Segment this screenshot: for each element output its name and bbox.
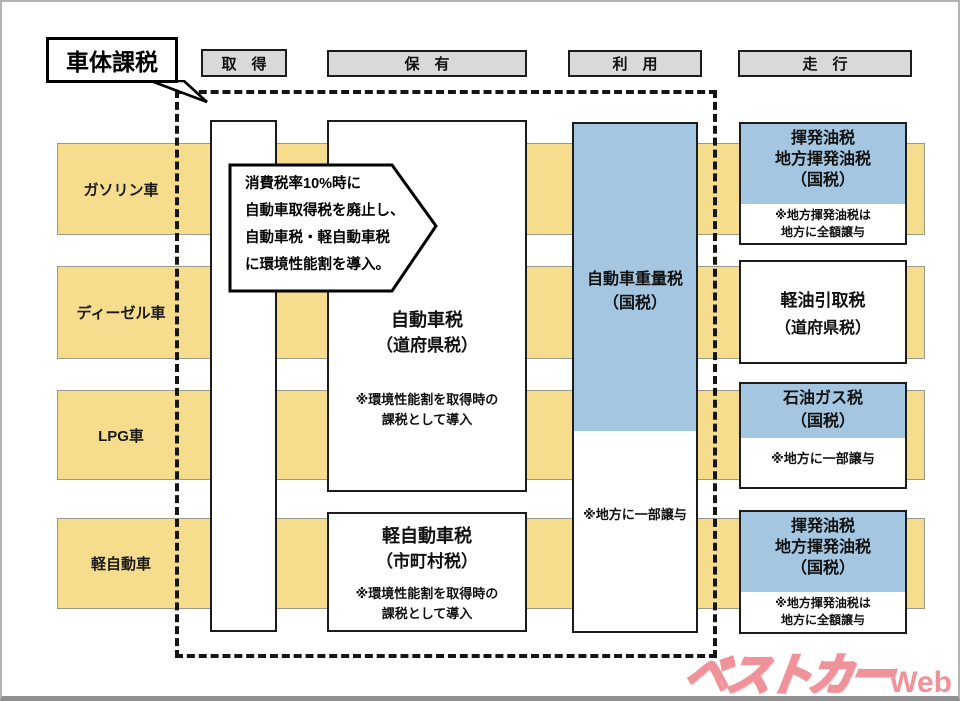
- stage-header-usage: 利 用: [568, 50, 702, 77]
- gasoline-fuel-tax-box-top: 揮発油税 地方揮発油税 （国税） ※地方揮発油税は 地方に全額譲与: [739, 122, 907, 245]
- kei-car-tax-note: ※環境性能割を取得時の 課税として導入: [355, 586, 499, 621]
- stage-header-running: 走 行: [738, 50, 912, 77]
- gasoline-fuel-tax-box-bottom: 揮発油税 地方揮発油税 （国税） ※地方揮発油税は 地方に全額譲与: [739, 510, 907, 634]
- automobile-tax-name: 自動車税: [391, 310, 463, 330]
- gasoline-fuel-tax-bottom-titles: 揮発油税 地方揮発油税 （国税）: [741, 512, 905, 592]
- kei-car-tax-title: 軽自動車税 （市町村税）: [329, 524, 525, 574]
- consumption-tax-callout: 消費税率10%時に 自動車取得税を廃止し、 自動車税・軽自動車税 に環境性能割を…: [228, 163, 440, 293]
- diesel-fuel-tax-jurisdiction: （道府県税）: [774, 320, 871, 337]
- weight-tax-box: 自動車重量税 （国税） ※地方に一部譲与: [572, 122, 698, 633]
- automobile-tax-note: ※環境性能割を取得時の 課税として導入: [355, 392, 499, 428]
- weight-tax-name: 自動車重量税: [586, 270, 683, 288]
- row-label-diesel: ディーゼル車: [76, 305, 166, 322]
- title-pointer-tail-icon: [150, 80, 208, 104]
- automobile-tax-jurisdiction: （道府県税）: [376, 336, 478, 356]
- diesel-fuel-tax-box: 軽油引取税 （道府県税）: [739, 260, 907, 364]
- row-label-lpg: LPG車: [98, 427, 144, 445]
- row-label-kei: 軽自動車: [90, 556, 151, 573]
- weight-tax-jurisdiction: （国税）: [602, 294, 667, 312]
- page-title: 車体課税: [46, 37, 178, 83]
- vehicle-body-tax-outline: [175, 90, 717, 658]
- stage-header-ownership: 保 有: [327, 50, 527, 77]
- callout-text: 消費税率10%時に 自動車取得税を廃止し、 自動車税・軽自動車税 に環境性能割を…: [245, 176, 405, 273]
- weight-tax-title: 自動車重量税 （国税）: [587, 268, 683, 316]
- lpg-tax-box: 石油ガス税 （国税） ※地方に一部譲与: [739, 382, 907, 489]
- automobile-tax-title: 自動車税 （道府県税）: [329, 308, 525, 358]
- kei-car-tax-box: 軽自動車税 （市町村税） ※環境性能割を取得時の 課税として導入: [327, 512, 527, 632]
- gasoline-fuel-tax-bottom-note: ※地方揮発油税は 地方に全額譲与: [775, 596, 871, 628]
- lpg-tax-titles: 石油ガス税 （国税）: [741, 384, 905, 438]
- web-logo-text: Web: [889, 666, 952, 699]
- diesel-fuel-tax-name: 軽油引取税: [780, 291, 866, 310]
- lpg-tax-note: ※地方に一部譲与: [771, 451, 875, 466]
- bestcar-logo-text: ベストカー: [680, 650, 896, 700]
- bestcar-web-logo: ベストカー Web: [680, 650, 952, 700]
- kei-car-tax-name: 軽自動車税: [382, 526, 472, 546]
- gasoline-fuel-tax-top-note: ※地方揮発油税は 地方に全額譲与: [775, 208, 871, 240]
- row-label-gasoline: ガソリン車: [83, 181, 159, 199]
- kei-car-tax-jurisdiction: （市町村税）: [376, 552, 478, 572]
- gasoline-fuel-tax-top-titles: 揮発油税 地方揮発油税 （国税）: [741, 124, 905, 204]
- weight-tax-blue-area: 自動車重量税 （国税）: [574, 124, 696, 431]
- weight-tax-note: ※地方に一部譲与: [583, 507, 687, 522]
- callout-arrow-shape: [228, 163, 438, 293]
- stage-header-acquisition: 取 得: [201, 49, 287, 77]
